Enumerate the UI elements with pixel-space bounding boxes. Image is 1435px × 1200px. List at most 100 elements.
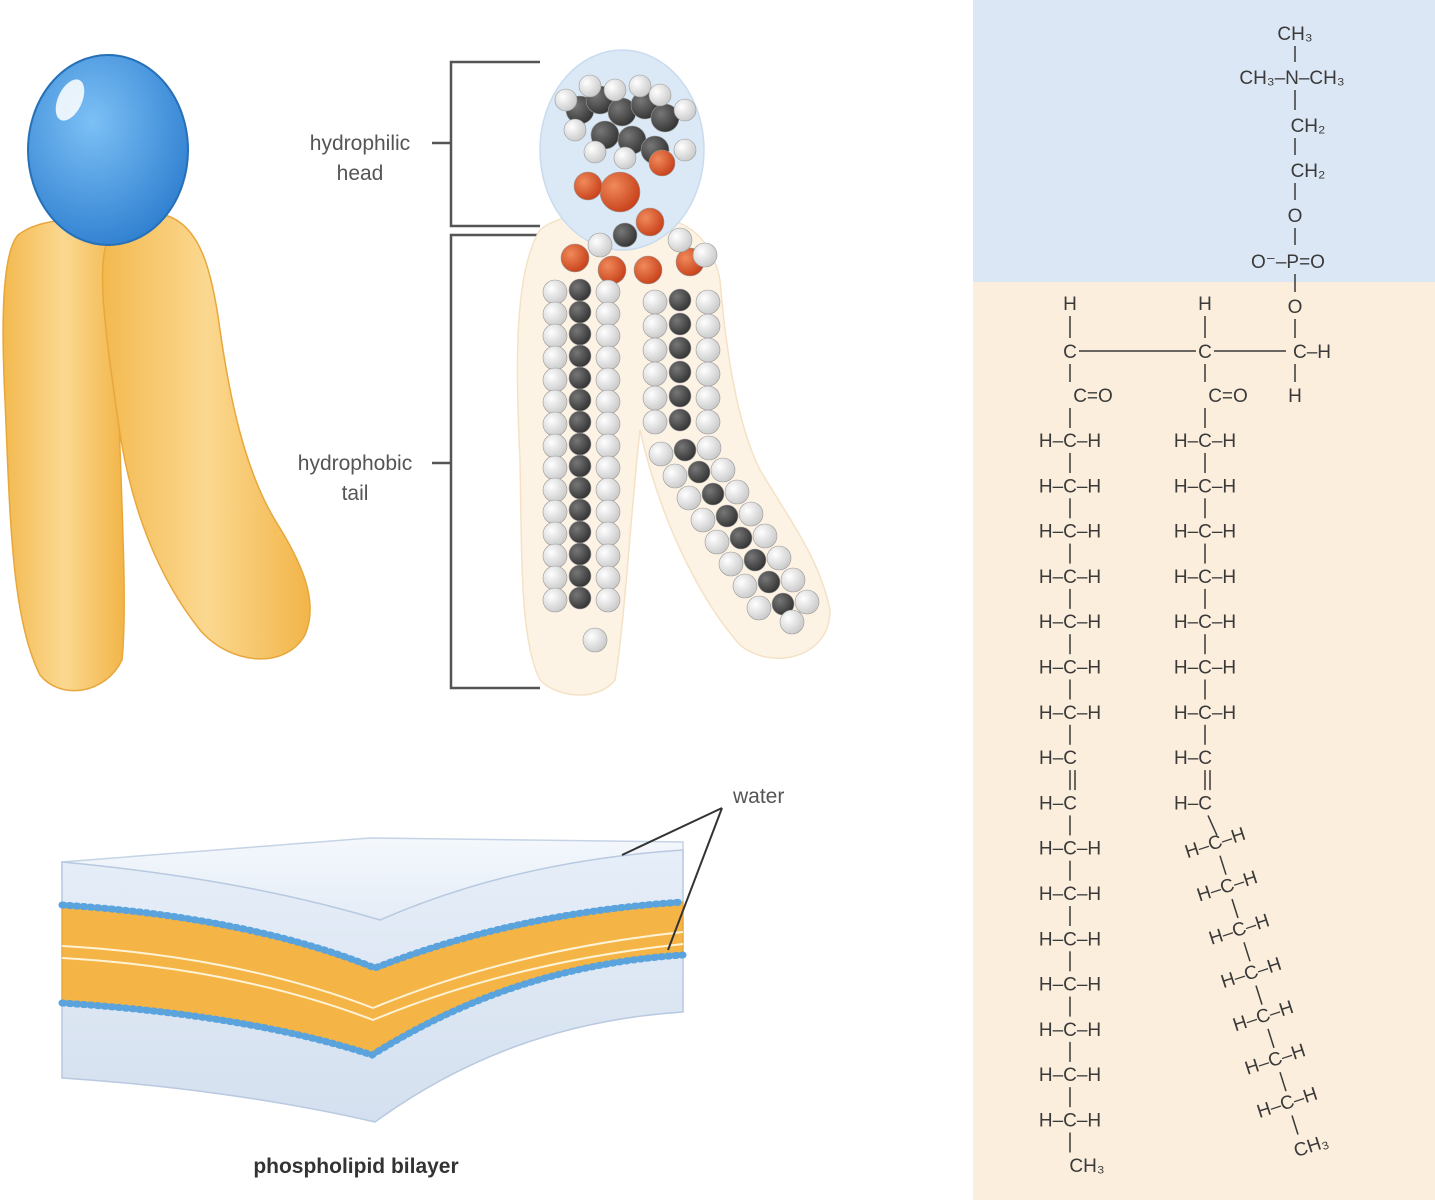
hydrogen-atom (554, 88, 578, 112)
hydrogen-atom (695, 385, 721, 411)
head-bracket (449, 60, 540, 228)
chain1-ch2: H–C–H (1039, 884, 1101, 905)
hydrophilic-label: hydrophilic (310, 132, 410, 155)
bond (1255, 985, 1263, 1005)
carbon-atom (687, 460, 711, 484)
hydrogen-atom (595, 433, 621, 459)
carbon-atom (668, 288, 692, 312)
chain2-ch2: H–C–H (1174, 658, 1236, 679)
hydrogen-atom (710, 457, 736, 483)
carbon-atom (568, 542, 592, 566)
choline-amine: CH₃–N–CH₃ (1239, 68, 1344, 89)
chain1-terminal-ch3: CH₃ (1069, 1156, 1104, 1177)
hydrogen-atom (695, 337, 721, 363)
carbon-atom (757, 570, 781, 594)
hydrophobic-label: hydrophobic (298, 452, 412, 475)
chain1-ch2: H–C–H (1039, 612, 1101, 633)
chain1-ch2: H–C–H (1039, 522, 1101, 543)
hydrogen-atom (780, 567, 806, 593)
cartoon-head-highlight (55, 79, 85, 121)
water-pointer-top (621, 807, 723, 856)
hydrogen-atom (595, 587, 621, 613)
hydrogen-atom (542, 389, 568, 415)
carbon-atom (743, 548, 767, 572)
chain2-ch2: H–C–H (1174, 431, 1236, 452)
bond (1231, 898, 1239, 919)
hydrogen-atom (542, 323, 568, 349)
carbon-atom (729, 526, 753, 550)
carbon-atom (715, 504, 739, 528)
carbon-atom (668, 384, 692, 408)
carbonyl-1: C=O (1073, 386, 1113, 407)
hydrophilic-panel (973, 0, 1435, 282)
hydrogen-atom (542, 477, 568, 503)
hydrophobic-panel (973, 282, 1435, 1200)
hydrogen-atom (642, 385, 668, 411)
glycerol-c1: C (1063, 342, 1077, 363)
hydrogen-atom (595, 367, 621, 393)
hydrogen-atom (667, 227, 693, 253)
chain1-ch2: H–C–H (1039, 929, 1101, 950)
chain2-alkene-ch: H–C (1174, 793, 1212, 814)
hydrogen-atom (676, 485, 702, 511)
carbon-atom (668, 312, 692, 336)
hydrogen-atom (690, 507, 716, 533)
hydrogen-atom (587, 232, 613, 258)
choline-ch3-top: CH₃ (1277, 24, 1312, 45)
carbon-atom (568, 300, 592, 324)
carbon-atom (568, 454, 592, 478)
hydrogen-atom (542, 301, 568, 327)
bond (1243, 942, 1251, 962)
headgroups-top (58, 898, 687, 972)
hydrogen-atom (563, 118, 587, 142)
hydrogen-atom (718, 551, 744, 577)
glycerol-h-bottom: H (1288, 386, 1302, 407)
hydrogen-atom (695, 361, 721, 387)
hydrogen-atom (578, 74, 602, 98)
carbon-atom (701, 482, 725, 506)
hydrogen-atom (542, 543, 568, 569)
hydrogen-atom (542, 367, 568, 393)
bond (1291, 1115, 1299, 1135)
oxygen-atom (648, 149, 676, 177)
carbon-atom (668, 336, 692, 360)
chain2-ch2: H–C–H (1174, 522, 1236, 543)
hydrogen-atom (724, 479, 750, 505)
hydrogen-atom (595, 521, 621, 547)
bilayer-illustration (58, 807, 723, 1123)
hydrogen-atom (595, 301, 621, 327)
hydrogen-atom (595, 345, 621, 371)
carbon-atom (568, 344, 592, 368)
oxygen-atom (633, 255, 663, 285)
carbon-atom (568, 322, 592, 346)
hydrogen-atom (695, 313, 721, 339)
carbon-atom (568, 586, 592, 610)
hydrogen-atom (542, 279, 568, 305)
carbon-atom (612, 222, 638, 248)
chain2-ch2: H–C–H (1174, 612, 1236, 633)
chain1-ch2: H–C–H (1039, 658, 1101, 679)
bond (1207, 815, 1218, 836)
oxygen-atom (635, 207, 665, 237)
oxygen-atom (597, 255, 627, 285)
choline-ch2-1: CH₂ (1291, 116, 1326, 137)
tail-bracket (449, 233, 540, 690)
space-filling-tail-region (516, 211, 831, 696)
atoms (542, 74, 820, 653)
hydrogen-atom (779, 609, 805, 635)
bond (1267, 1028, 1275, 1049)
hydrogen-atom (582, 627, 608, 653)
carbon-atom (568, 388, 592, 412)
hydrogen-atom (595, 279, 621, 305)
cartoon-phospholipid (2, 54, 311, 692)
hydrogen-atom (542, 345, 568, 371)
carbon-atom (668, 360, 692, 384)
chain2-ch2: H–C–H (1174, 703, 1236, 724)
hydrogen-atom (595, 389, 621, 415)
carbon-atom (673, 438, 697, 462)
oxygen-atom (599, 171, 641, 213)
chain1-ch2: H–C–H (1039, 1020, 1101, 1041)
chain1-ch2: H–C–H (1039, 975, 1101, 996)
head-label: head (337, 162, 384, 185)
